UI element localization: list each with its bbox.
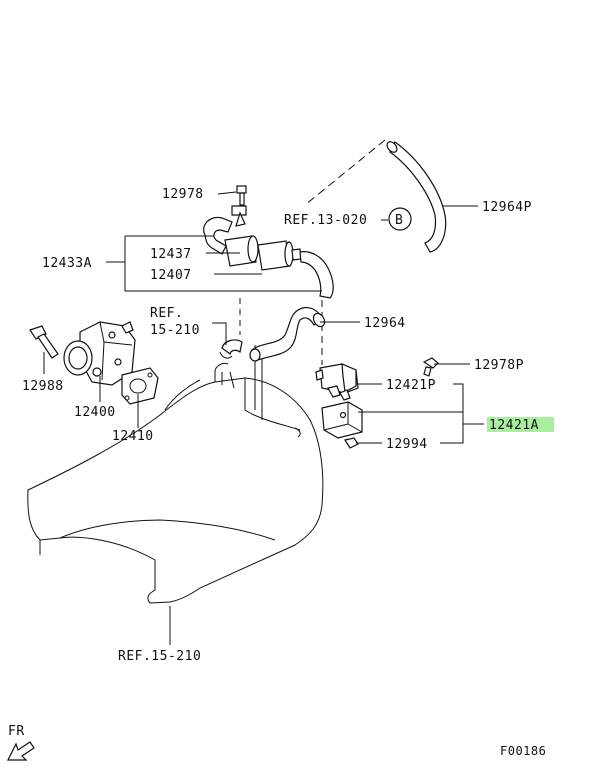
solenoid-valve — [315, 363, 359, 401]
highlight-12421A — [487, 417, 554, 432]
label-12410: 12410 — [112, 429, 154, 444]
leader-lines — [43, 191, 484, 645]
label-12437: 12437 — [150, 247, 192, 262]
label-12978: 12978 — [162, 187, 204, 202]
label-12964P: 12964P — [482, 200, 532, 215]
ref-pipe — [219, 339, 243, 359]
label-ref-13-020: REF.13-020 — [284, 213, 367, 228]
intake-manifold-outline — [27, 345, 324, 604]
badge-b-letter: B — [395, 213, 403, 228]
dashed-connection-upper — [304, 139, 386, 206]
label-12994: 12994 — [386, 437, 428, 452]
figure-code: F00186 — [500, 744, 546, 758]
hose-12964P — [386, 141, 447, 253]
nut-12994 — [344, 437, 359, 449]
label-12964: 12964 — [364, 316, 406, 331]
label-12433A: 12433A — [42, 256, 92, 271]
label-ref-upper-line2: 15-210 — [150, 323, 200, 338]
label-12978P: 12978P — [474, 358, 524, 373]
label-12421A: 12421A — [489, 418, 539, 433]
label-12421P: 12421P — [386, 378, 436, 393]
bracket-12421A — [321, 401, 363, 439]
hose-12964 — [249, 306, 326, 362]
label-ref-bottom: REF.15-210 — [118, 649, 201, 664]
bolt-12988 — [29, 325, 59, 359]
label-12400: 12400 — [74, 405, 116, 420]
gasket-12410 — [121, 367, 159, 405]
filter-assembly — [203, 185, 334, 299]
label-12407: 12407 — [150, 268, 192, 283]
bolt-12978P — [422, 357, 439, 377]
egr-valve-12400 — [63, 321, 136, 386]
label-12988: 12988 — [22, 379, 64, 394]
badge-circle — [388, 207, 412, 231]
front-arrow-icon — [7, 741, 35, 761]
label-ref-upper-line1: REF. — [150, 306, 183, 321]
label-fr: FR — [8, 724, 25, 739]
